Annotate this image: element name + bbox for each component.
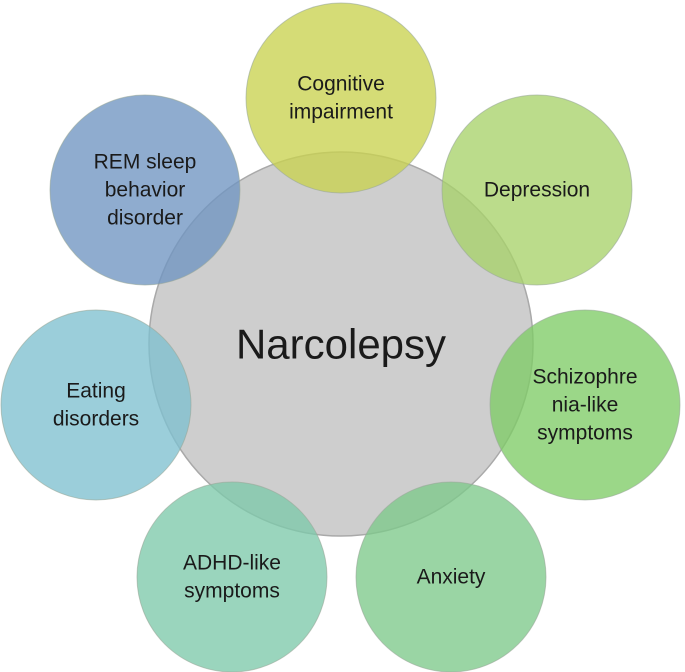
- satellite-circle-rem: [49, 94, 241, 286]
- satellite-label-eating: Eating disorders: [53, 380, 139, 431]
- satellite-label-line: behavior: [105, 179, 186, 202]
- satellite-label-line: Schizophre: [532, 366, 637, 389]
- satellite-label-schizophrenia: Schizophre nia-like symptoms: [532, 366, 637, 445]
- satellite-label-line: Anxiety: [417, 566, 486, 589]
- satellite-label-line: ADHD-like: [183, 552, 281, 575]
- center-label: Narcolepsy: [236, 321, 446, 368]
- satellite-label-adhd: ADHD-like symptoms: [183, 552, 281, 603]
- satellite-circle-adhd: [136, 481, 328, 672]
- satellite-label-line: disorder: [107, 207, 183, 230]
- satellite-circle-depression: [441, 94, 633, 286]
- satellite-label-cognitive: Cognitive impairment: [289, 73, 393, 124]
- satellite-label-line: Cognitive: [297, 73, 385, 96]
- satellite-label-line: symptoms: [537, 422, 633, 445]
- satellite-label-line: Eating: [66, 380, 126, 403]
- satellite-label-line: nia-like: [552, 394, 619, 417]
- satellite-label-line: symptoms: [184, 580, 280, 603]
- satellite-circle-schizophrenia: [489, 309, 681, 501]
- satellite-label-line: Depression: [484, 179, 590, 202]
- satellite-circle-eating: [0, 309, 192, 501]
- satellite-label-line: REM sleep: [94, 151, 197, 174]
- satellite-label-rem: REM sleep behavior disorder: [94, 151, 197, 230]
- satellite-label-depression: Depression: [484, 179, 590, 202]
- satellite-circle-anxiety: [355, 481, 547, 672]
- satellite-label-line: disorders: [53, 408, 139, 431]
- satellite-label-anxiety: Anxiety: [417, 566, 486, 589]
- satellite-circle-cognitive: [245, 2, 437, 194]
- labels: Narcolepsy Cognitive impairmentDepression…: [53, 73, 638, 603]
- satellite-label-line: impairment: [289, 101, 393, 124]
